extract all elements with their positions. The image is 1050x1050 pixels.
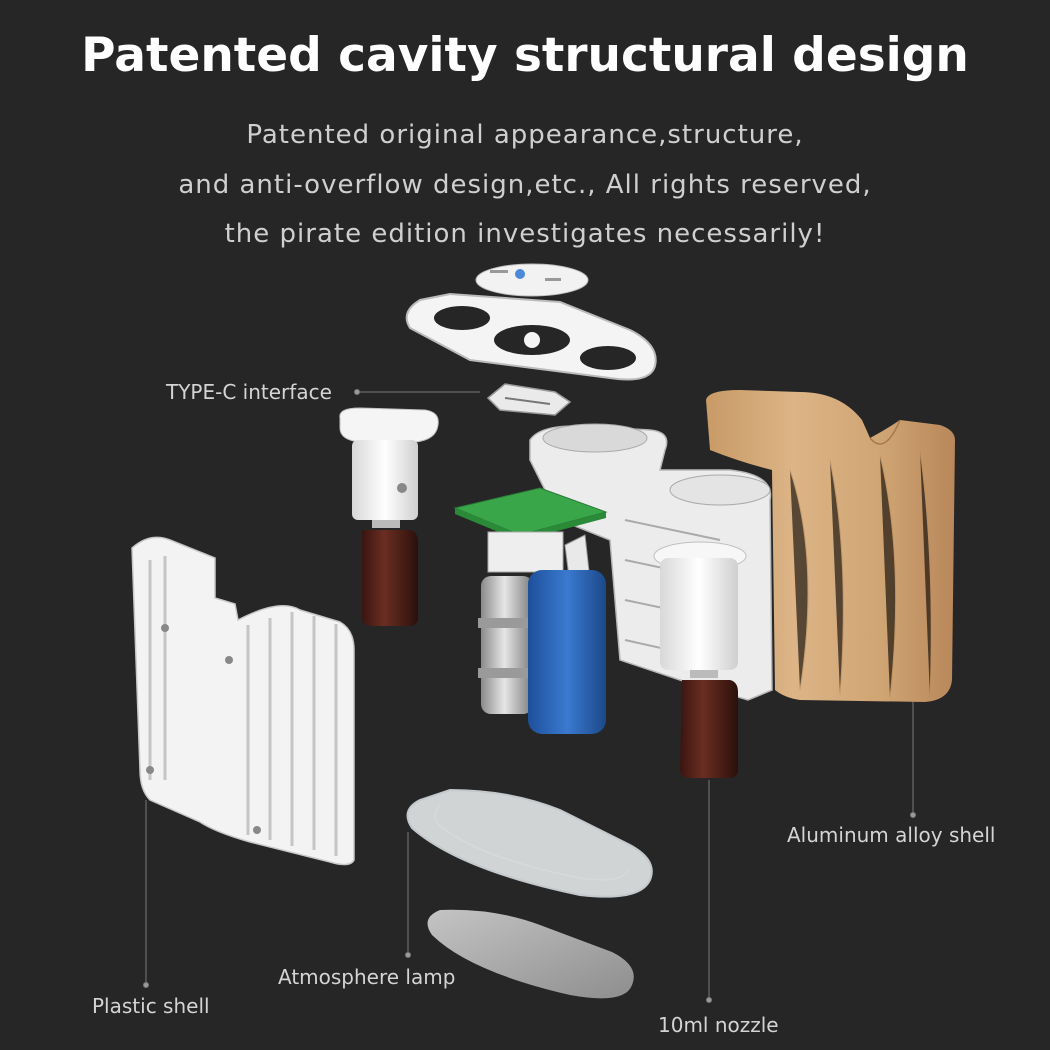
plastic-shell (131, 536, 355, 866)
type-c-bracket (486, 383, 572, 416)
atmosphere-lamp-cover (406, 788, 653, 898)
nozzle-leader-dot (706, 997, 712, 1003)
pump-motor (478, 576, 536, 714)
subtitle-line-1: Patented original appearance,structure, (246, 120, 804, 150)
battery (528, 570, 606, 734)
page-title: Patented cavity structural design (81, 28, 969, 83)
atomizer-right (653, 541, 747, 778)
atomizer-left (339, 407, 439, 626)
callout-atmosphere-lamp: Atmosphere lamp (278, 965, 456, 989)
subtitle-line-2: and anti-overflow design,etc., All right… (178, 170, 872, 200)
base-plate (427, 909, 634, 999)
plastic-leader-dot (143, 982, 149, 988)
wood-shell (706, 390, 955, 702)
subtitle-line-3: the pirate edition investigates necessar… (224, 219, 826, 249)
pcb-board (453, 487, 608, 586)
top-frame (405, 292, 657, 381)
callout-lines (143, 389, 916, 1003)
atmosphere-leader-dot (405, 952, 411, 958)
callout-type-c: TYPE-C interface (166, 380, 332, 404)
callout-nozzle: 10ml nozzle (658, 1013, 779, 1037)
control-disc (475, 263, 589, 297)
callout-plastic-shell: Plastic shell (92, 994, 210, 1018)
type-c-leader-dot (354, 389, 360, 395)
aluminum-leader-dot (910, 812, 916, 818)
callout-aluminum-shell: Aluminum alloy shell (787, 823, 996, 847)
